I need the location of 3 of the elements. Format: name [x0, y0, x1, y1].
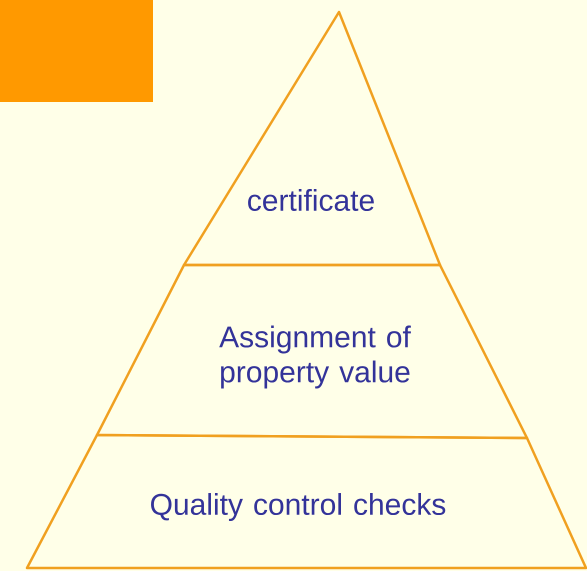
- pyramid-band: certificate: [182, 10, 442, 266]
- pyramid-band: Quality control checks: [26, 434, 587, 570]
- pyramid-band: Assignment of property value: [96, 264, 528, 440]
